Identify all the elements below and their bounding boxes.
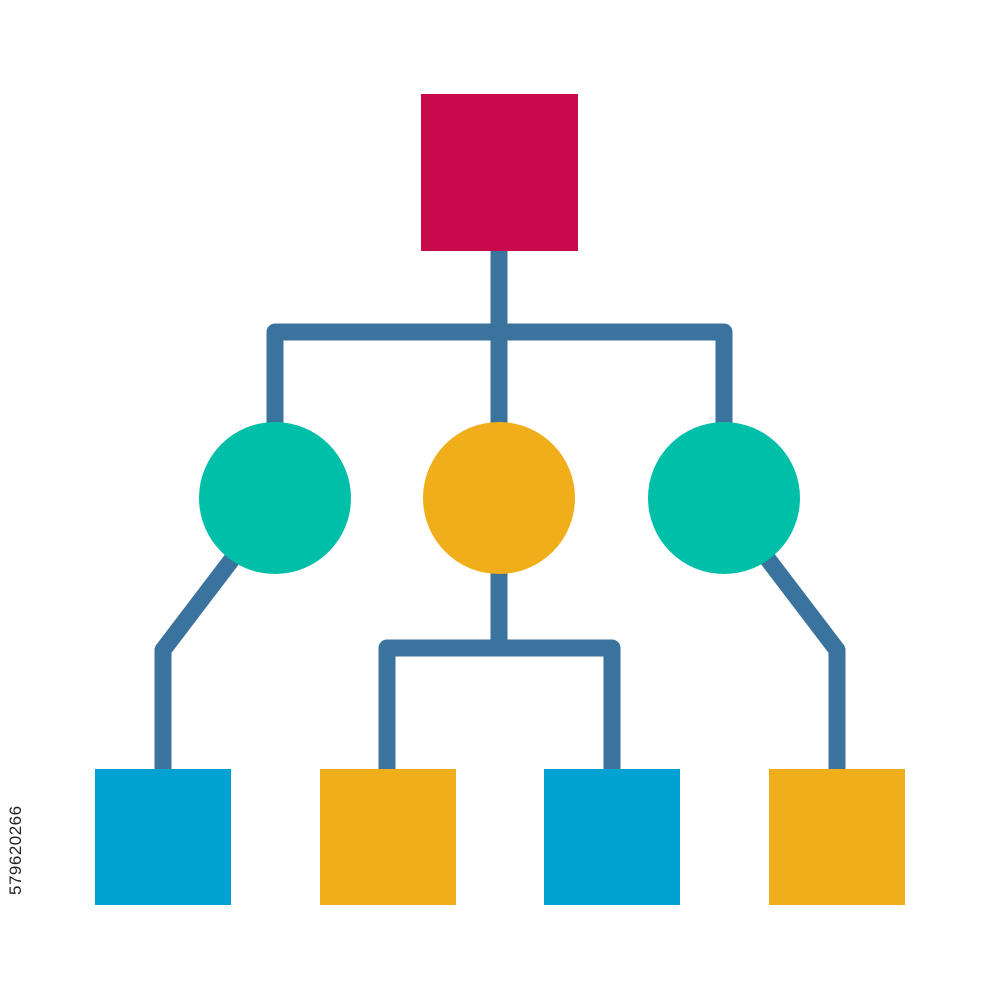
- leaf-node-3: [544, 769, 680, 905]
- center-circle-node: [423, 422, 575, 574]
- edge-center-circle-branches: [378, 639, 621, 775]
- connectors: [154, 250, 846, 775]
- leaf-node-1: [95, 769, 231, 905]
- edge-left-circle-leaf-1: [154, 552, 240, 775]
- left-circle-node: [199, 422, 351, 574]
- right-circle-node: [648, 422, 800, 574]
- leaf-node-4: [769, 769, 905, 905]
- leaf-node-2: [320, 769, 456, 905]
- edge-right-circle-leaf-4: [760, 552, 846, 775]
- root-node-square: [421, 94, 578, 251]
- edge-root-branches: [266, 323, 733, 430]
- stock-id-label: 579620266: [6, 805, 25, 895]
